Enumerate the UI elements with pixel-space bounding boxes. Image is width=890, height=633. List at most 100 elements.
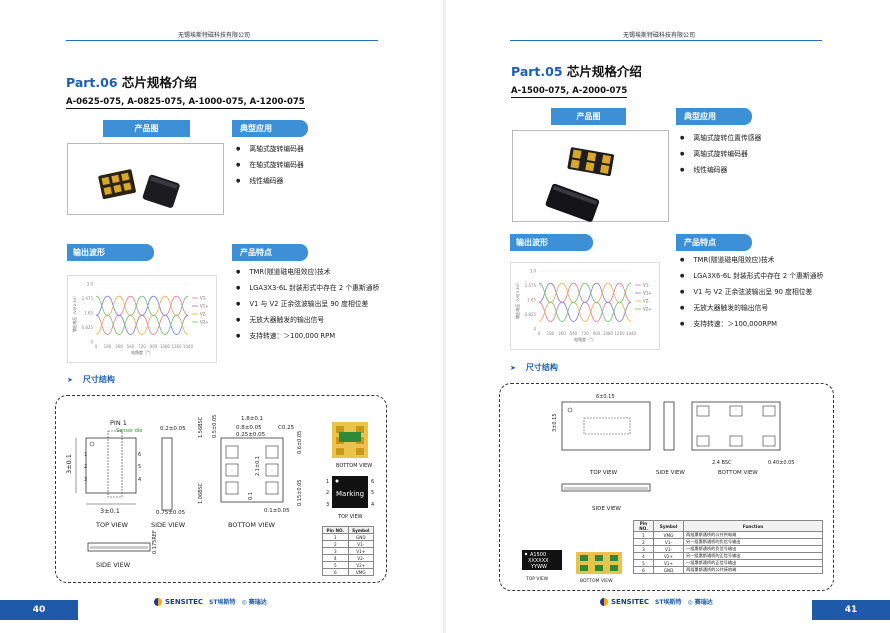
dim-label: 2.1±0.1	[255, 456, 261, 476]
feature-item: TMR(隧道磁电阻效应)技术	[680, 253, 823, 269]
header-line	[510, 40, 822, 41]
dim-label: 0.75±0.05	[156, 510, 186, 516]
pin-num: 1	[326, 479, 329, 485]
top-view-label: TOP VIEW	[589, 470, 618, 476]
part-title: 芯片规格介绍	[566, 64, 642, 79]
y-tick-label: 2.475	[82, 296, 94, 301]
y-tick-label: 1.65	[527, 298, 536, 303]
series-line	[95, 295, 189, 335]
package-drawing: 6±0.15 3±0.15 TOP VIEW SIDE VIEW 2.4 BSC…	[522, 394, 794, 584]
feature-item: V1 与 V2 正余弦波输出呈 90 度相位差	[236, 297, 379, 313]
part-title: 芯片规格介绍	[121, 75, 197, 90]
est-logo: ST埃斯特	[209, 599, 236, 606]
top-view-label: TOP VIEW	[95, 521, 129, 529]
footer-logos: SENSITEC ST埃斯特 ◎ 赛瑞达	[154, 597, 267, 607]
y-tick-label: 2.475	[525, 283, 537, 288]
section-application: 典型应用	[232, 120, 308, 137]
table-header: Symbol	[347, 526, 375, 534]
x-tick-label: 180	[104, 344, 112, 349]
footer-logos: SENSITEC ST埃斯特 ◎ 赛瑞达	[600, 597, 713, 607]
model-list: A-1500-075, A-2000-075	[511, 86, 628, 98]
third-logo: ◎ 赛瑞达	[241, 599, 267, 606]
y-tick-label: 0.825	[82, 325, 94, 330]
x-tick-label: 1440	[183, 344, 194, 349]
x-tick-label: 900	[150, 344, 158, 349]
width-dim: 3±0.1	[100, 507, 120, 515]
x-tick-label: 1440	[626, 331, 637, 336]
legend-label: V1+	[643, 291, 652, 296]
series-line	[95, 295, 189, 335]
x-tick-label: 0	[95, 344, 98, 349]
pin-num: 6	[371, 479, 374, 485]
y-tick-label: 0	[90, 340, 93, 345]
feature-item: V1 与 V2 正余弦波输出呈 90 度相位差	[680, 285, 823, 301]
page-number: 40	[0, 600, 78, 620]
third-logo: ◎ 赛瑞达	[687, 599, 713, 606]
legend-label: V2+	[643, 307, 652, 312]
pin1-label: PIN 1	[110, 419, 127, 427]
series-line	[95, 295, 189, 335]
bottom-view-label: BOTTOM VIEW	[228, 521, 276, 529]
series-line	[538, 282, 632, 322]
arrow-icon: ➤	[510, 364, 516, 372]
dim-label: 0.8±0.05	[236, 425, 262, 431]
sensitec-logo: SENSITEC	[600, 598, 649, 606]
x-tick-label: 1080	[603, 331, 614, 336]
pin-num: 3	[326, 502, 329, 508]
application-item: 离轴式旋转位置传感器	[680, 131, 761, 147]
dim-label: 0.25±0.05	[236, 432, 266, 438]
page-title: Part.06 芯片规格介绍	[66, 72, 197, 91]
table-header: Pin NO.	[633, 520, 654, 532]
pin-num: 4	[138, 477, 141, 483]
y-tick-label: 0	[533, 327, 536, 332]
page-title: Part.05 芯片规格介绍	[511, 61, 642, 80]
table-header: Function	[683, 520, 823, 532]
x-tick-label: 1080	[160, 344, 171, 349]
dim-label: C0.25	[278, 425, 295, 431]
dim-label: 0.175REF	[152, 530, 158, 554]
x-tick-label: 720	[581, 331, 589, 336]
section-product-image: 产品图	[551, 108, 626, 125]
table-header: Pin NO.	[322, 526, 349, 534]
legend-label: V1+	[200, 304, 209, 309]
feature-item: TMR(隧道磁电阻效应)技术	[236, 265, 379, 281]
part-number: Part.05	[511, 64, 563, 79]
marking-text: Marking	[336, 490, 364, 498]
bottom-view-label-2: BOTTOM VIEW	[336, 463, 372, 469]
x-tick-label: 180	[547, 331, 555, 336]
y-axis-label: 输出电压（V@3.3V）	[515, 281, 520, 319]
top-view-label-2: TOP VIEW	[525, 576, 549, 582]
pin-num: 1	[84, 452, 87, 458]
chip-photo-icon	[98, 169, 180, 208]
dim-label: 0.6±0.05	[297, 431, 303, 454]
y-tick-label: 3.0	[530, 269, 537, 274]
dim-label: 0.1	[248, 492, 254, 500]
left-page: 无锡埃斯特磁科技有限公司 Part.06 芯片规格介绍 A-0625-075, …	[0, 0, 444, 633]
bottom-view-label: BOTTOM VIEW	[718, 470, 758, 476]
dim-label: 0.40±0.05	[768, 460, 794, 466]
x-axis-label: 电角度（°）	[131, 349, 153, 355]
application-item: 离轴式旋转编码器	[680, 147, 761, 163]
legend-label: V1-	[643, 283, 650, 288]
feature-item: 无放大器触发的输出信号	[236, 313, 379, 329]
x-tick-label: 1260	[614, 331, 625, 336]
pin-num: 2	[326, 490, 329, 496]
x-tick-label: 360	[115, 344, 123, 349]
pin-num: 4	[371, 502, 374, 508]
application-list: 离轴式旋转位置传感器 离轴式旋转编码器 线性编码器	[680, 131, 761, 179]
dimension-drawing-box: 6±0.15 3±0.15 TOP VIEW SIDE VIEW 2.4 BSC…	[499, 383, 834, 591]
pin-num: 2	[84, 464, 87, 470]
dimensions-heading: ➤尺寸结构	[510, 362, 558, 373]
